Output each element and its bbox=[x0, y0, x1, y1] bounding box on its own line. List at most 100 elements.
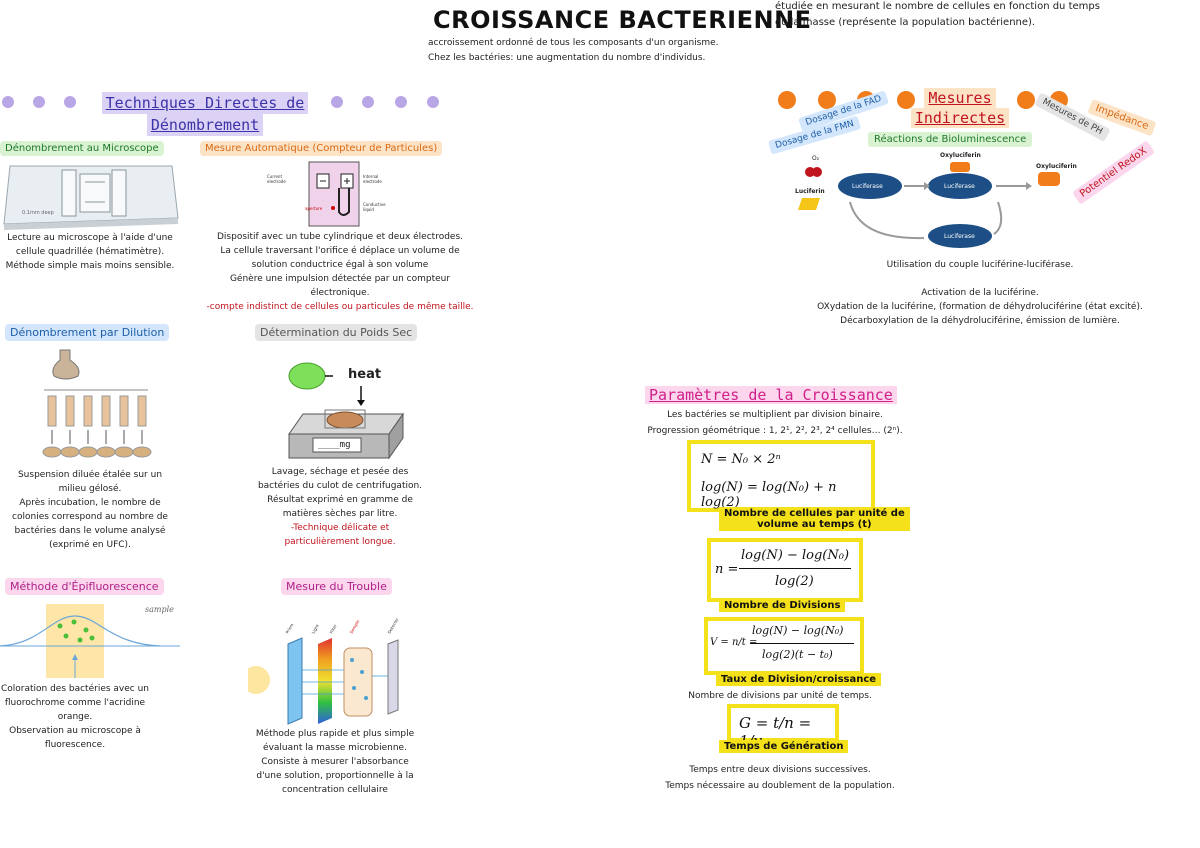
bullet-dot bbox=[64, 96, 76, 108]
header-subtitle-2: ou la masse (représente la population ba… bbox=[775, 17, 1036, 28]
indirect-text: Utilisation du couple luciférine-lucifér… bbox=[770, 258, 1190, 328]
formula-1a: N = N₀ × 2ⁿ bbox=[701, 452, 781, 467]
microscope-line: Lecture au microscope à l'aide d'une bbox=[7, 233, 173, 243]
dilution-line: Après incubation, le nombre de bbox=[19, 498, 161, 508]
diagram-oxyluciferin-1: Oxyluciferin bbox=[940, 152, 981, 159]
dilution-line: colonies correspond au nombre de bbox=[12, 512, 168, 522]
turbidity-line: évaluant la masse microbienne. bbox=[263, 743, 407, 753]
svg-text:Filter: Filter bbox=[329, 623, 338, 634]
diagram-luciferase-3: Luciferase bbox=[944, 233, 975, 240]
turbidity-line: Méthode plus rapide et plus simple bbox=[255, 729, 415, 739]
parameters-heading: Paramètres de la Croissance bbox=[645, 386, 897, 404]
parameters-intro-1: Les bactéries se multiplient par divisio… bbox=[667, 410, 883, 420]
automatic-title: Mesure Automatique (Compteur de Particul… bbox=[200, 141, 443, 156]
svg-text:Sample: Sample bbox=[349, 619, 361, 635]
formula-3-den: log(2)(t − t₀) bbox=[762, 648, 833, 661]
formula-2-den: log(2) bbox=[775, 574, 814, 589]
epifluorescence-image bbox=[0, 604, 180, 678]
dry-weight-title: Détermination du Poids Sec bbox=[255, 324, 418, 341]
direct-heading: Techniques Directes de Dénombrement bbox=[95, 92, 315, 136]
svg-text:electrode: electrode bbox=[267, 179, 286, 184]
svg-text:Light: Light bbox=[311, 623, 321, 635]
dilution-text: Suspension diluée étalée sur un milieu g… bbox=[0, 468, 180, 552]
microscope-line: Méthode simple mais moins sensible. bbox=[5, 261, 175, 271]
division-rate-note: Nombre de divisions par unité de temps. bbox=[688, 691, 872, 701]
indirect-heading-line2: Indirectes bbox=[910, 108, 1010, 128]
turbidity-title: Mesure du Trouble bbox=[281, 578, 392, 595]
dry-weight-image bbox=[288, 362, 404, 460]
indirect-heading-line1: Mesures bbox=[924, 88, 996, 108]
formula-1b: log(N) = log(N₀) + n log(2) bbox=[701, 480, 837, 510]
bullet-dot bbox=[33, 96, 45, 108]
indirect-line: Utilisation du couple luciférine-lucifér… bbox=[886, 260, 1074, 270]
turbidity-line: concentration cellulaire bbox=[282, 785, 388, 795]
diagram-luciferase-2: Luciferase bbox=[944, 183, 975, 190]
formula-box-4: G = t/n = 1/v bbox=[727, 704, 839, 750]
svg-text:electrode: electrode bbox=[363, 179, 382, 184]
microscope-line: cellule quadrillée (hématimètre). bbox=[15, 247, 165, 257]
header-definition-2: Chez les bactéries: une augmentation du … bbox=[428, 53, 706, 63]
bullet-dot bbox=[362, 96, 374, 108]
dry-weight-warning: particulièrement longue. bbox=[284, 537, 396, 547]
heat-label: heat bbox=[348, 367, 382, 382]
svg-text:Current: Current bbox=[267, 174, 282, 179]
generation-outro-2: Temps nécessaire au doublement de la pop… bbox=[665, 781, 895, 791]
coulter-counter-image: Current electrode Internal electrode ape… bbox=[267, 161, 386, 227]
label-cells-per-volume: Nombre de cellules par unité de volume a… bbox=[719, 507, 910, 531]
page-title: CROISSANCE BACTERIENNE bbox=[433, 6, 812, 34]
svg-text:Internal: Internal bbox=[363, 174, 378, 179]
turbidity-line: d'une solution, proportionnelle à la bbox=[256, 771, 414, 781]
serial-dilution-image bbox=[42, 349, 152, 458]
indirect-line: Décarboxylation de la déhydroluciférine,… bbox=[840, 316, 1120, 326]
svg-text:liquid: liquid bbox=[363, 207, 374, 212]
automatic-text: Dispositif avec un tube cylindrique et d… bbox=[200, 230, 480, 314]
epifluorescence-text: Coloration des bactéries avec un fluoroc… bbox=[0, 682, 150, 752]
hemacytometer-image: 0.1mm deep bbox=[3, 165, 179, 230]
formula-2-lhs: n = bbox=[715, 562, 739, 577]
automatic-line: électronique. bbox=[310, 288, 370, 298]
dry-weight-line: matières sèches par litre. bbox=[282, 509, 398, 519]
generation-outro-1: Temps entre deux divisions successives. bbox=[689, 765, 871, 775]
dilution-line: bactéries dans le volume analysé bbox=[14, 526, 166, 536]
dry-weight-line: bactéries du culot de centrifugation. bbox=[257, 481, 423, 491]
dry-weight-warning: -Technique délicate et bbox=[290, 523, 390, 533]
formula-box-2: n = log(N) − log(N₀) log(2) bbox=[707, 538, 863, 602]
microscope-text: Lecture au microscope à l'aide d'une cel… bbox=[0, 231, 180, 273]
bullet-dot bbox=[331, 96, 343, 108]
spectrophotometer-image: Prism Light Filter Sample Detector bbox=[248, 617, 400, 725]
tag-redox: Potentiel RedoX bbox=[1071, 140, 1156, 205]
scale-label: ____mg bbox=[318, 440, 351, 450]
dilution-line: (exprimé en UFC). bbox=[49, 540, 131, 550]
diagram-luciferase-1: Luciferase bbox=[852, 183, 883, 190]
dilution-line: Suspension diluée étalée sur un bbox=[17, 470, 163, 480]
sample-label: sample bbox=[145, 605, 174, 614]
label-generation-time: Temps de Génération bbox=[719, 740, 849, 753]
label-1a: Nombre de cellules par unité de bbox=[724, 508, 905, 519]
svg-text:aperture: aperture bbox=[305, 206, 323, 211]
bullet-dot bbox=[395, 96, 407, 108]
formula-2-num: log(N) − log(N₀) bbox=[741, 548, 850, 563]
dry-weight-text: Lavage, séchage et pesée des bactéries d… bbox=[235, 465, 445, 549]
svg-text:0.1mm deep: 0.1mm deep bbox=[22, 210, 54, 216]
turbidity-line: Consiste à mesurer l'absorbance bbox=[261, 757, 409, 767]
tag-bioluminescence: Réactions de Bioluminescence bbox=[868, 132, 1033, 147]
direct-heading-line2: Dénombrement bbox=[146, 114, 264, 136]
turbidity-text: Méthode plus rapide et plus simple évalu… bbox=[235, 727, 435, 797]
formula-box-3: V = n/t = log(N) − log(N₀) log(2)(t − t₀… bbox=[704, 617, 864, 675]
svg-text:Conductive: Conductive bbox=[363, 202, 386, 207]
epifluorescence-title: Méthode d'Épifluorescence bbox=[5, 578, 164, 595]
fraction-bar bbox=[750, 643, 854, 644]
automatic-line: Dispositif avec un tube cylindrique et d… bbox=[216, 232, 464, 242]
indirect-heading: Mesures Indirectes bbox=[905, 88, 1015, 128]
parameters-intro-2: Progression géométrique : 1, 2¹, 2², 2³,… bbox=[647, 426, 903, 436]
diagram-luciferin-label: Luciferin bbox=[795, 188, 825, 195]
indirect-line: Activation de la luciférine. bbox=[921, 288, 1039, 298]
automatic-line: La cellule traversant l'orifice é déplac… bbox=[220, 246, 460, 256]
automatic-warning: -compte indistinct de cellules ou partic… bbox=[206, 302, 474, 312]
dry-weight-line: Lavage, séchage et pesée des bbox=[271, 467, 409, 477]
indirect-line: OXydation de la luciférine, (formation d… bbox=[817, 302, 1143, 312]
direct-heading-line1: Techniques Directes de bbox=[101, 92, 309, 114]
formula-box-1: N = N₀ × 2ⁿ log(N) = log(N₀) + n log(2) bbox=[687, 440, 875, 512]
header-subtitle-1: étudiée en mesurant le nombre de cellule… bbox=[775, 1, 1100, 12]
fraction-bar bbox=[739, 568, 851, 569]
